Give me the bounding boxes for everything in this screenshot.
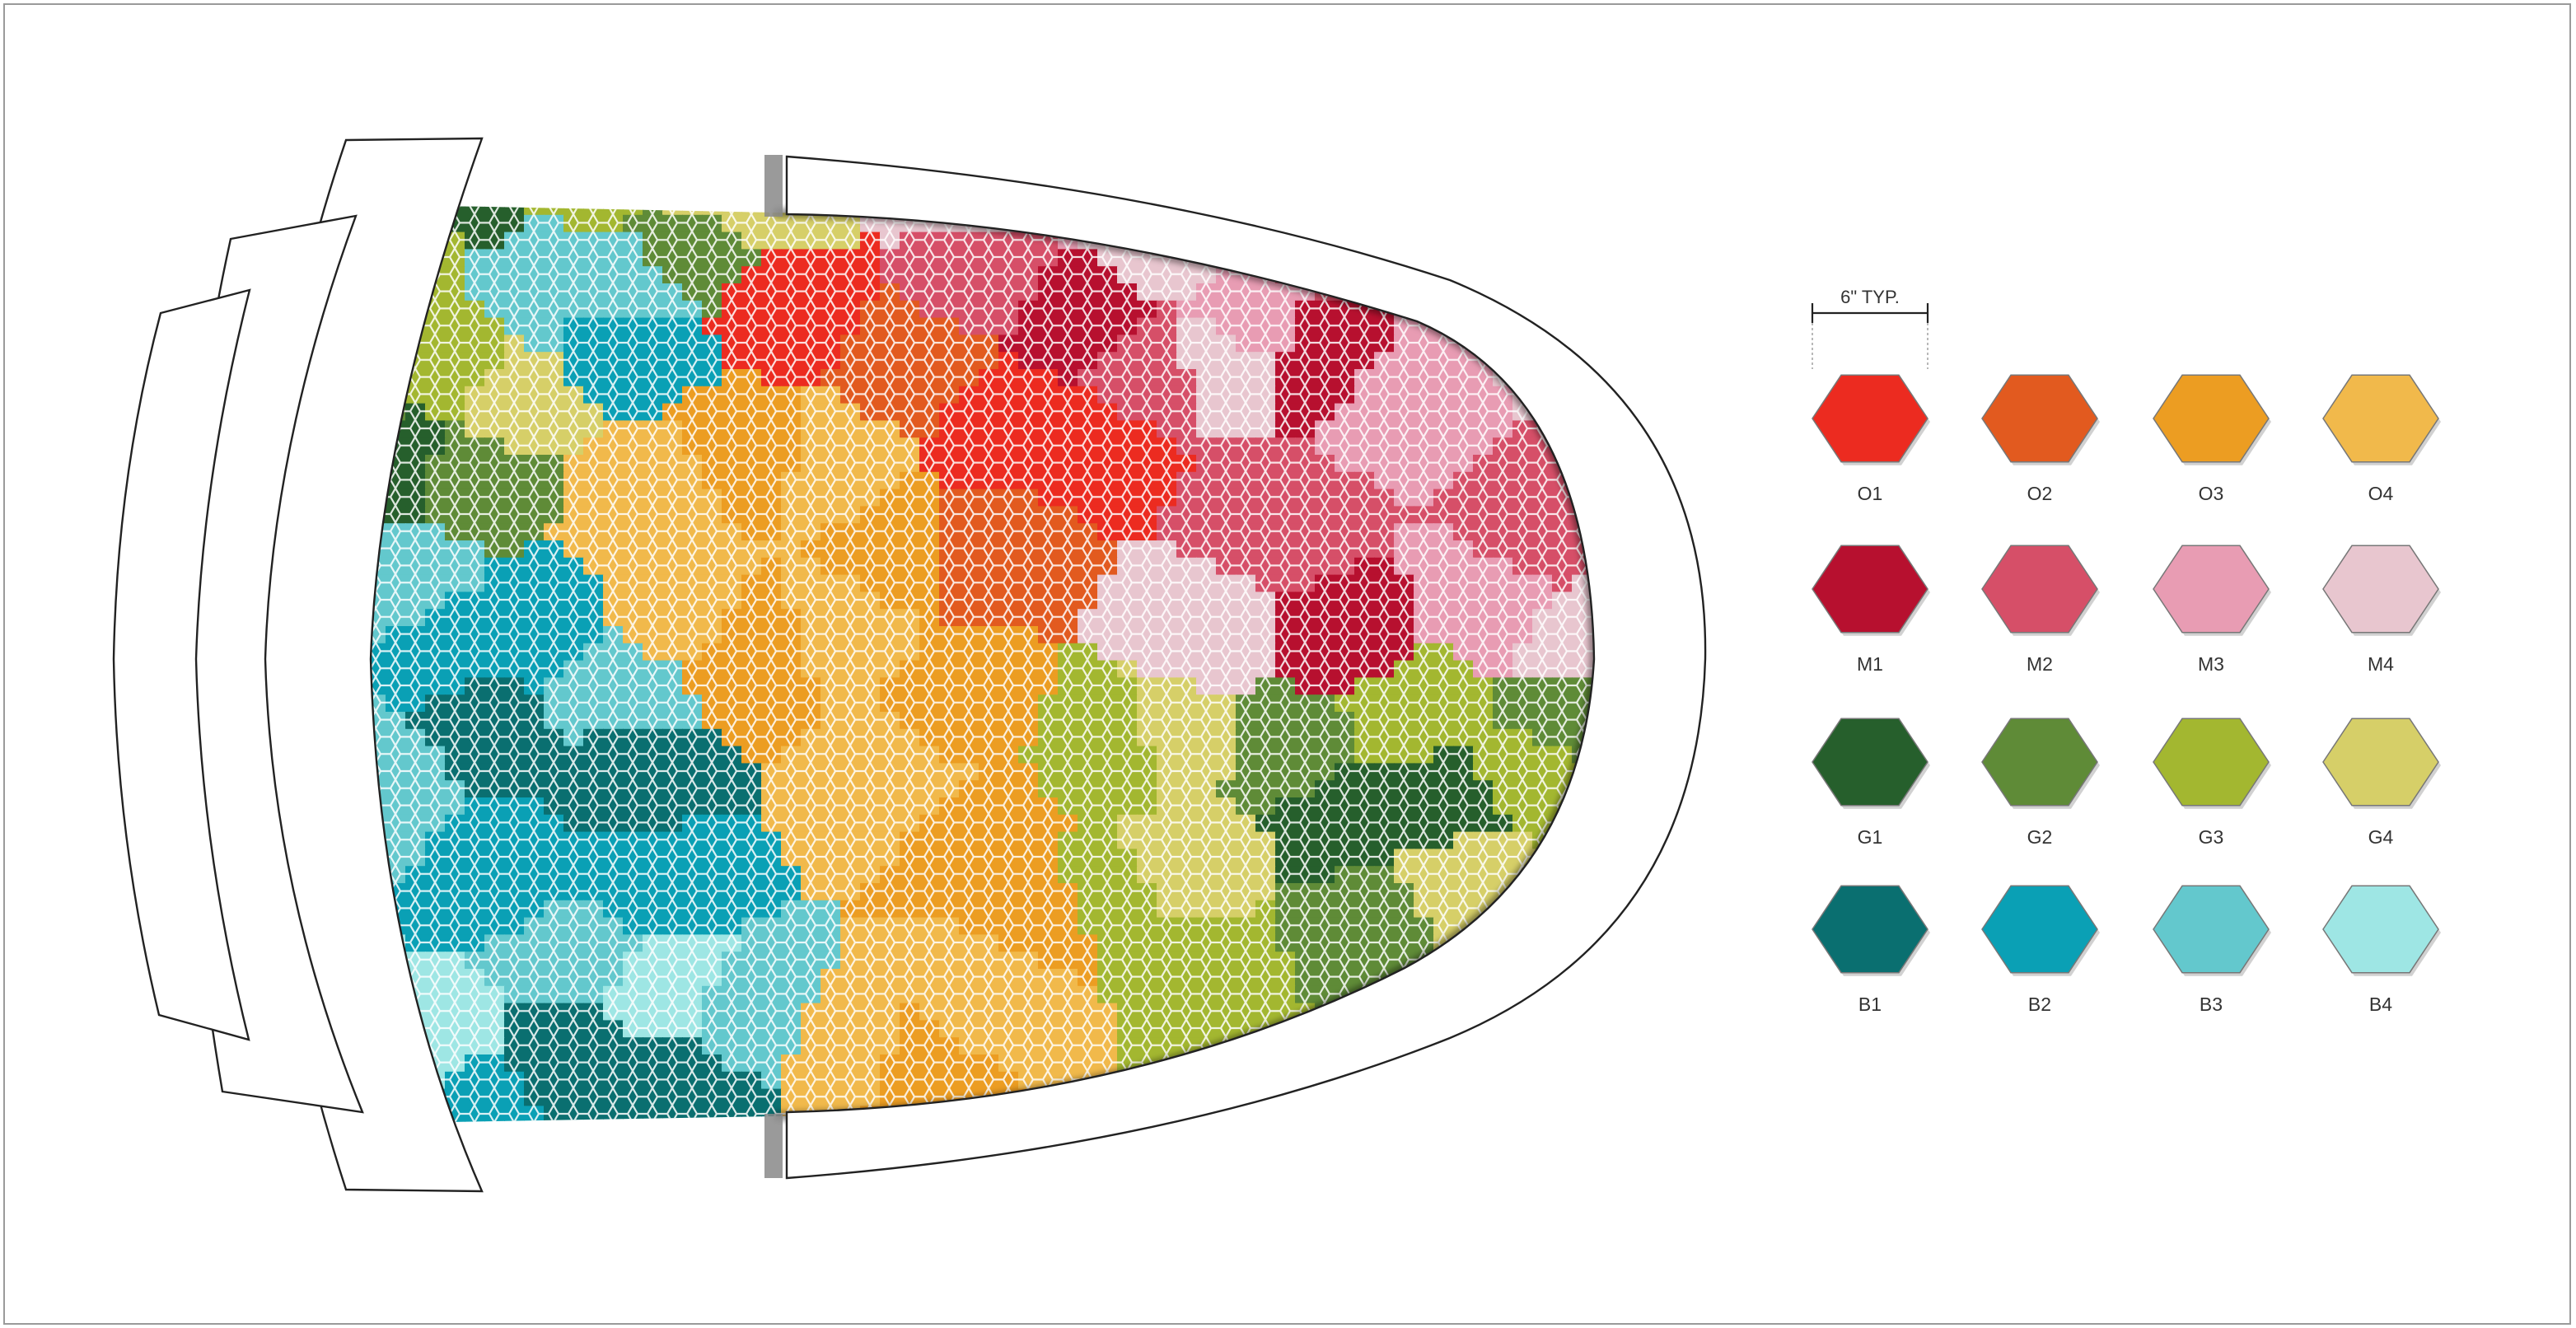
swatch-o1: O1 xyxy=(1812,374,1930,504)
swatch-label: G2 xyxy=(2027,826,2053,848)
swatch-label: M4 xyxy=(2368,653,2394,675)
swatch-b3: B3 xyxy=(2153,885,2271,1015)
dimension-label: 6" TYP. xyxy=(1840,287,1900,307)
dimension-callout: 6" TYP. xyxy=(1811,287,1929,369)
swatch-label: O2 xyxy=(2027,483,2053,504)
swatch-m4: M4 xyxy=(2322,545,2441,675)
swatch-g4: G4 xyxy=(2322,718,2441,848)
swatch-label: G1 xyxy=(1858,826,1883,848)
swatch-o3: O3 xyxy=(2153,374,2271,504)
swatch-label: O1 xyxy=(1858,483,1883,504)
swatch-b2: B2 xyxy=(1981,885,2100,1015)
hex-mosaic xyxy=(356,206,1594,1122)
swatch-g2: G2 xyxy=(1981,718,2100,848)
swatch-m3: M3 xyxy=(2153,545,2271,675)
swatch-label: B2 xyxy=(2028,994,2051,1015)
swatch-g3: G3 xyxy=(2153,718,2271,848)
swatch-b1: B1 xyxy=(1812,885,1930,1015)
swatch-label: G4 xyxy=(2368,826,2394,848)
swatch-m1: M1 xyxy=(1812,545,1930,675)
swatch-g1: G1 xyxy=(1812,718,1930,848)
swatch-label: O4 xyxy=(2368,483,2394,504)
swatch-label: G3 xyxy=(2199,826,2224,848)
swatch-m2: M2 xyxy=(1981,545,2100,675)
swatch-o4: O4 xyxy=(2322,374,2441,504)
drawing-frame xyxy=(3,3,2571,1325)
swatch-o2: O2 xyxy=(1981,374,2100,504)
swatch-label: B3 xyxy=(2200,994,2223,1015)
swatch-label: B1 xyxy=(1858,994,1882,1015)
swatch-label: M1 xyxy=(1857,653,1883,675)
swatch-label: M2 xyxy=(2027,653,2053,675)
swatch-label: B4 xyxy=(2369,994,2392,1015)
swatch-label: M3 xyxy=(2198,653,2224,675)
swatch-b4: B4 xyxy=(2322,885,2441,1015)
swatch-label: O3 xyxy=(2199,483,2224,504)
